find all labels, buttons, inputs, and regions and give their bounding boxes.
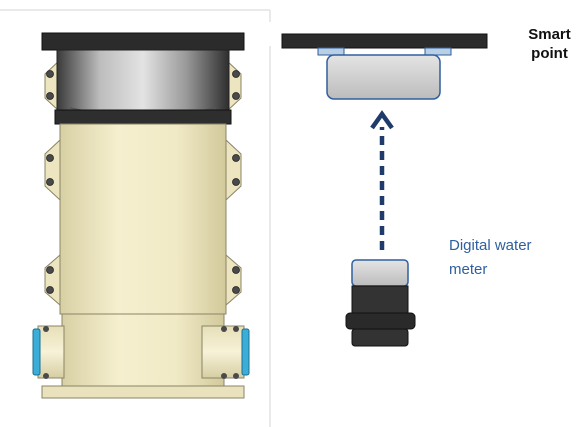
- smart-point: [281, 33, 488, 100]
- lower-body: [61, 313, 225, 387]
- smart-point-label-line1: Smart: [528, 26, 571, 43]
- outlet-pipe: [201, 325, 250, 379]
- smart-point-module: [326, 54, 441, 100]
- digital-water-meter-label: Digital water meter: [449, 234, 579, 282]
- inlet-pipe: [32, 325, 65, 379]
- smart-point-label: Smart point: [514, 25, 585, 63]
- base-plate: [41, 385, 245, 399]
- panel-divider: [0, 9, 271, 427]
- meter-label-line1: Digital water: [449, 237, 532, 254]
- digital-water-meter: [345, 259, 416, 347]
- chamber-lid: [41, 32, 245, 51]
- metal-ring: [56, 49, 230, 113]
- meter-label-line2: meter: [449, 261, 488, 278]
- lug-bolts: [46, 70, 240, 294]
- meter-chamber: [32, 32, 250, 399]
- smart-point-label-line2: point: [531, 45, 568, 62]
- chamber-body: [59, 123, 227, 315]
- communication-arrow: [370, 110, 394, 250]
